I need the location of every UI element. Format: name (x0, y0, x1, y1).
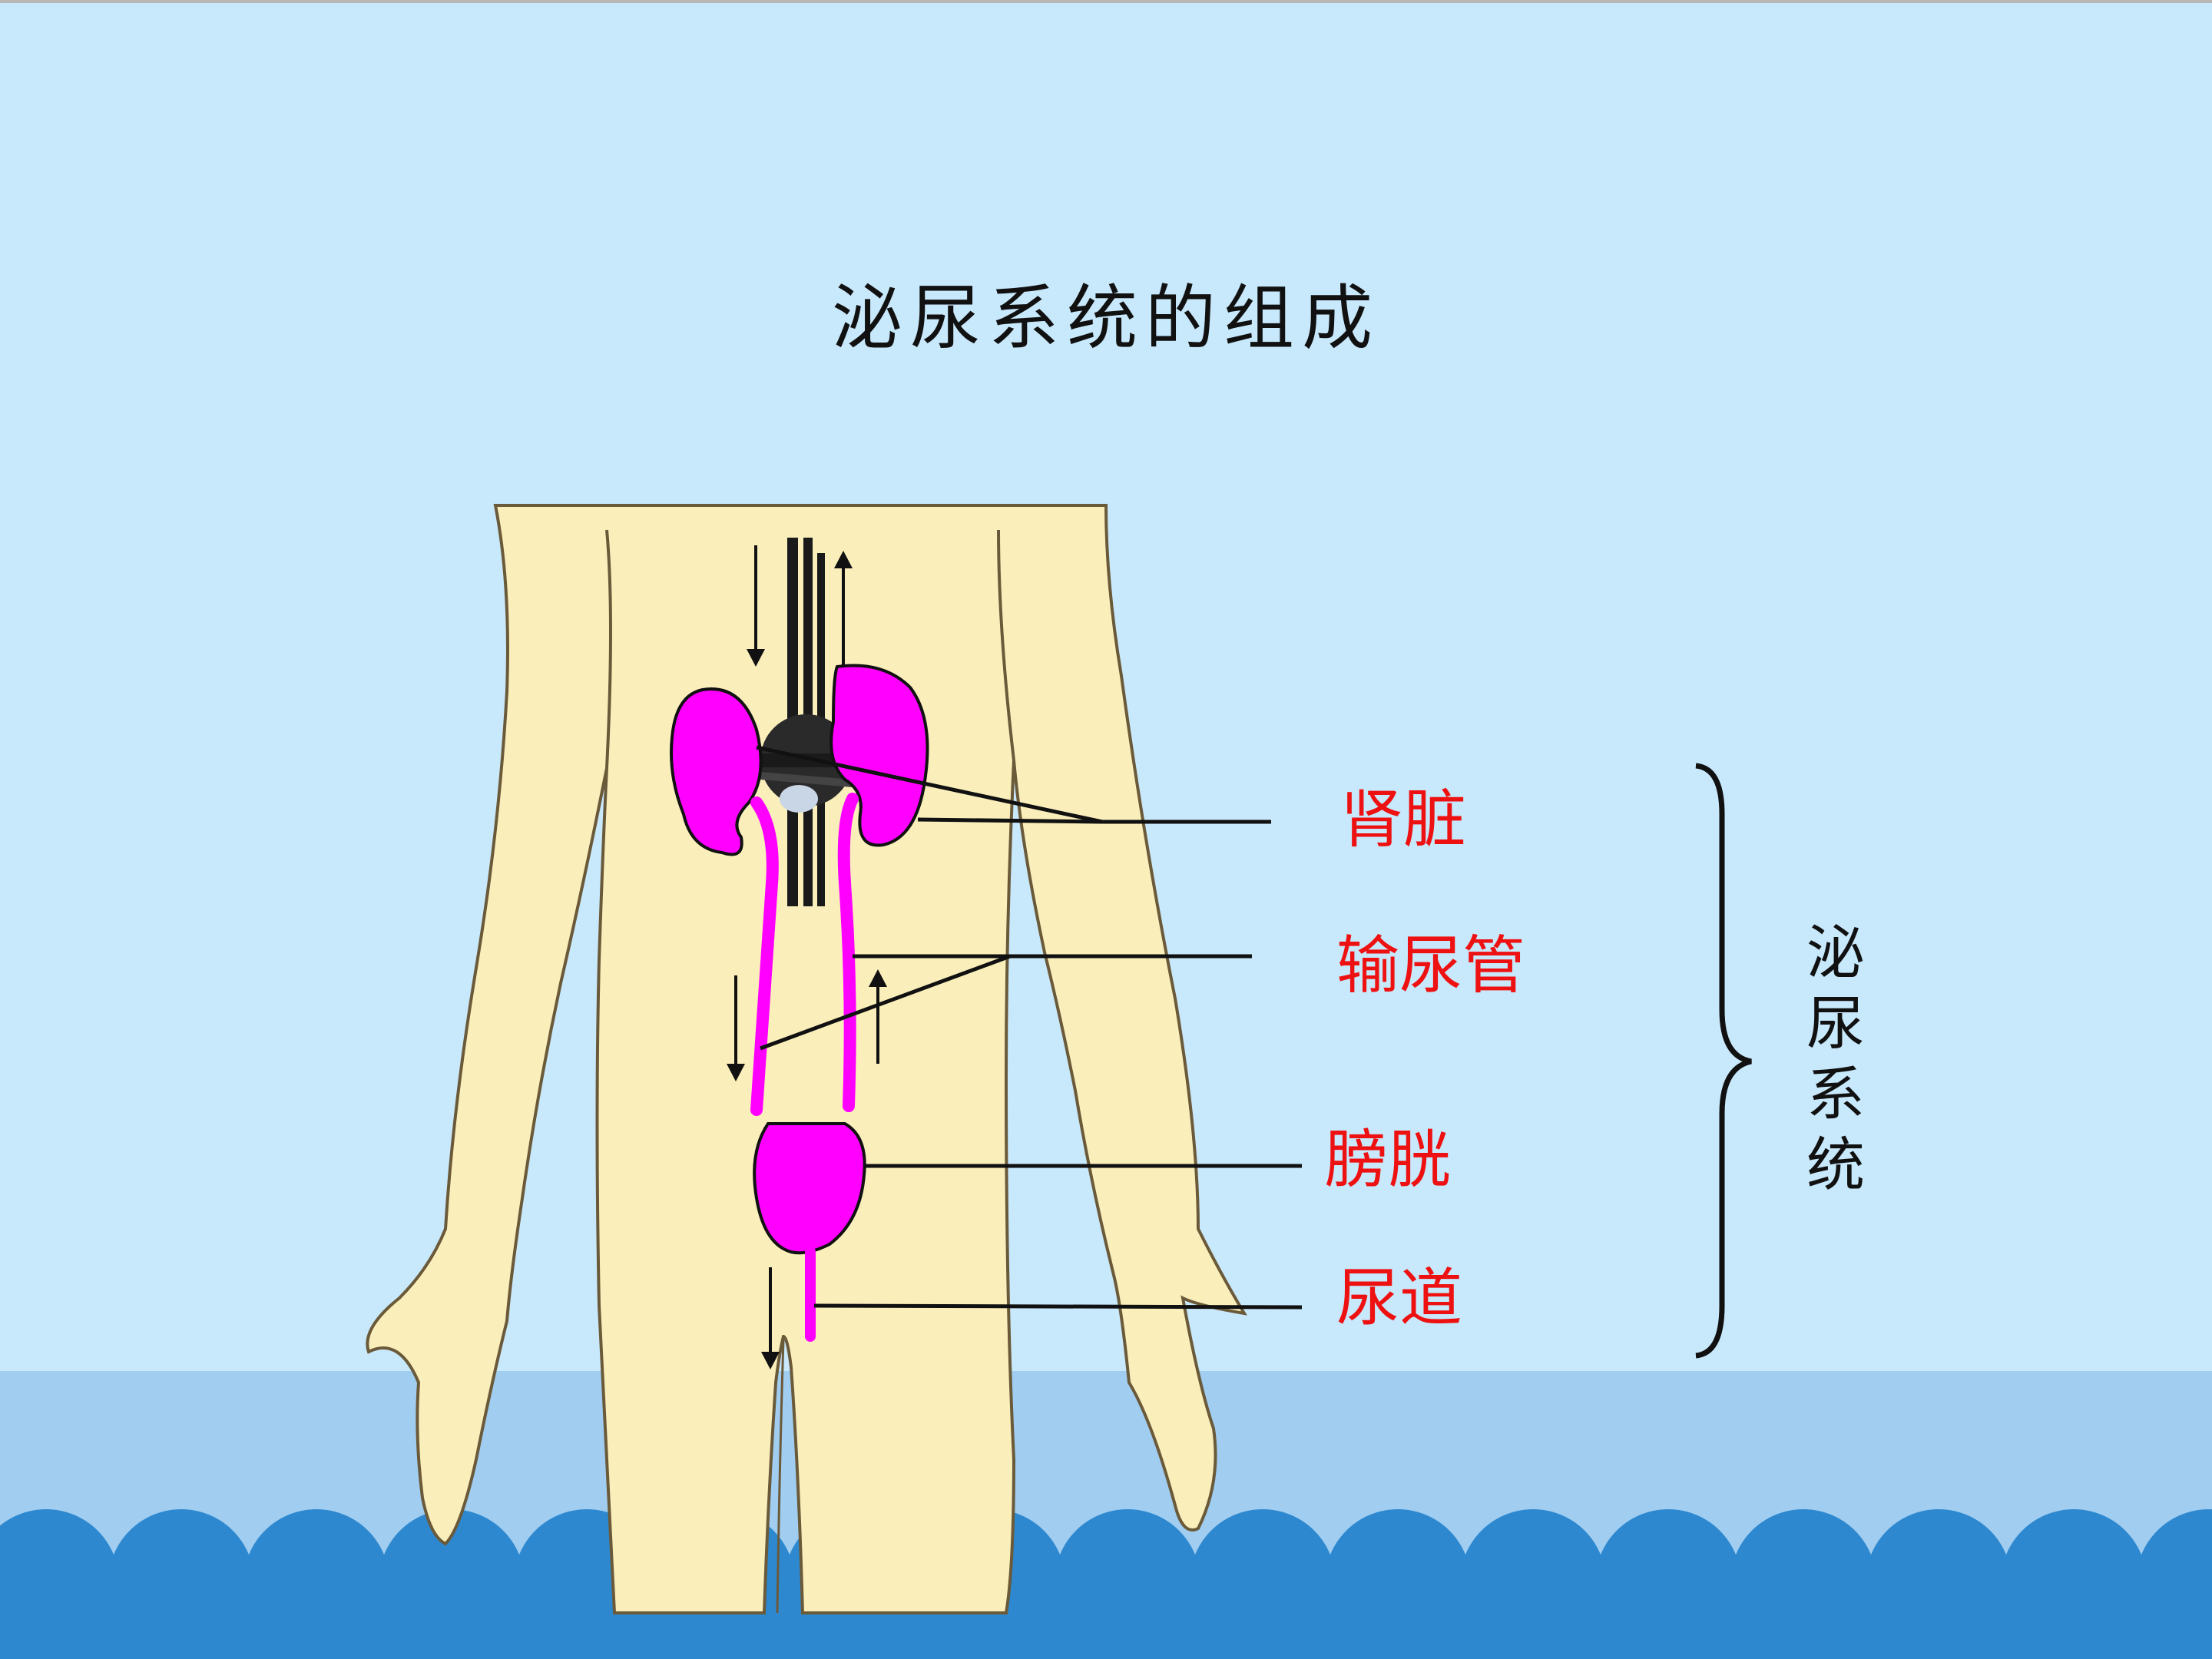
urethra-label: 尿道 (1336, 1262, 1463, 1335)
leader-lines (756, 745, 1303, 1310)
arrow-down-icon (761, 1267, 780, 1369)
wave-base (0, 1636, 2212, 1659)
bladder-label: 膀胱 (1325, 1124, 1452, 1197)
brace-icon (1695, 763, 1752, 1359)
page-title: 泌尿系统的组成 (831, 277, 1380, 359)
arrow-down-icon (727, 975, 745, 1081)
organs (670, 664, 929, 1255)
ureter-label: 输尿管 (1336, 929, 1526, 1002)
arrow-up-icon (834, 551, 853, 668)
body-silhouette (366, 504, 1247, 1614)
ureters (750, 793, 859, 1342)
arrow-down-icon (747, 545, 765, 667)
top-border (0, 0, 2212, 3)
blood-vessels (757, 538, 860, 906)
left-kidney (670, 687, 763, 856)
right-kidney (830, 664, 929, 847)
urinary-system-group-label: 泌尿系统 (1806, 919, 1865, 1199)
flow-arrows (727, 545, 887, 1369)
kidney-label: 肾脏 (1340, 783, 1467, 856)
arrow-up-icon (869, 969, 887, 1064)
